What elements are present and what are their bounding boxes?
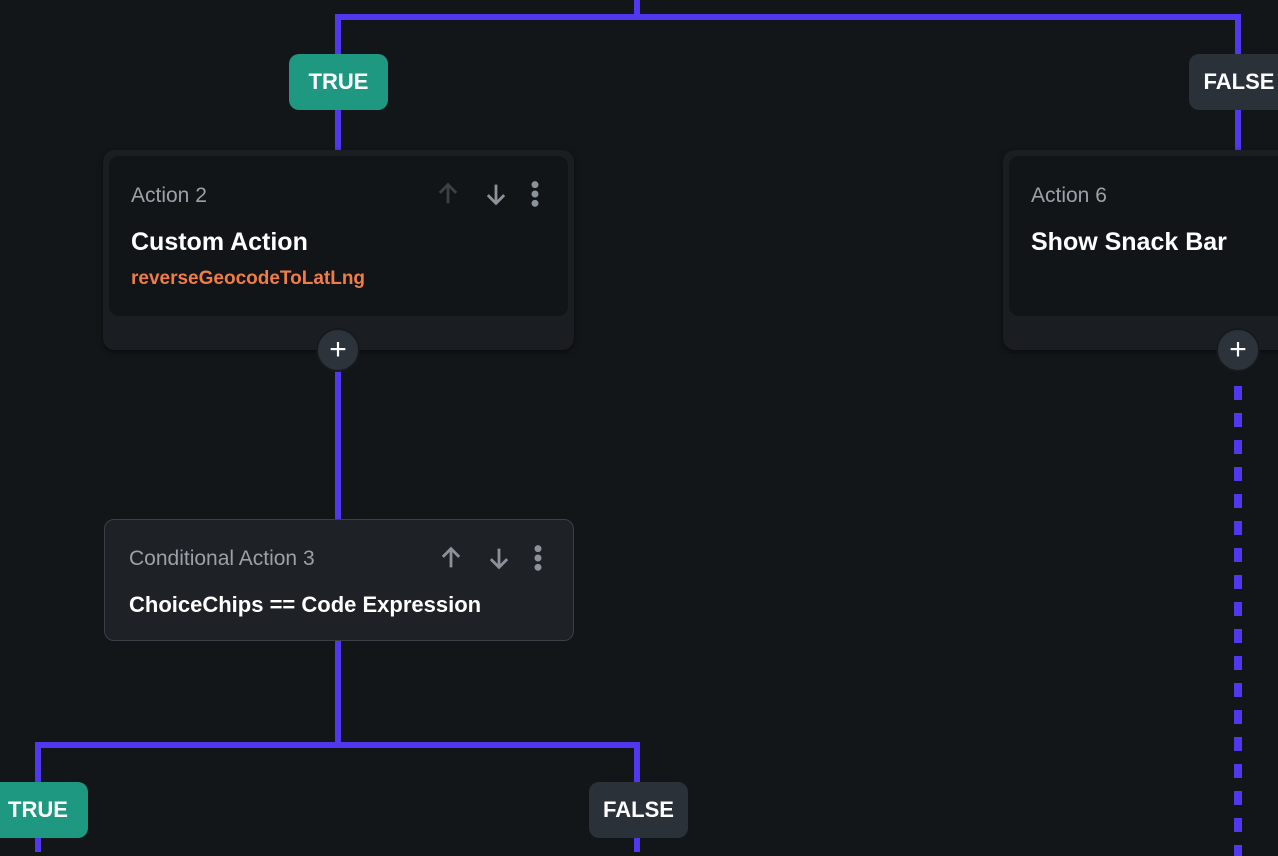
action-card-2[interactable]: Action 2 Custom Action reverseGeocodeToL…	[103, 150, 574, 350]
conditional-expression: ChoiceChips == Code Expression	[129, 592, 482, 617]
move-up-icon[interactable]	[437, 544, 465, 572]
conditional-action-card[interactable]: Conditional Action 3 ChoiceChips == Code…	[104, 519, 574, 641]
action-card-6[interactable]: Action 6 Show Snack Bar	[1003, 150, 1278, 350]
move-down-icon[interactable]	[482, 180, 510, 208]
connector	[335, 640, 341, 748]
false-branch-label[interactable]: FALSE	[589, 782, 688, 838]
add-action-button[interactable]: +	[316, 328, 360, 372]
connector	[35, 742, 640, 748]
action-title: Show Snack Bar	[1031, 228, 1227, 256]
action-label: Action 6	[1031, 184, 1107, 207]
connector	[335, 368, 341, 520]
connector	[335, 14, 1241, 20]
true-branch-label[interactable]: TRUE	[289, 54, 388, 110]
true-branch-label[interactable]: TRUE	[0, 782, 88, 838]
action-subtitle: reverseGeocodeToLatLng	[131, 268, 366, 289]
dashed-connector	[1234, 386, 1242, 856]
action-title: Custom Action	[131, 228, 308, 256]
conditional-label: Conditional Action 3	[129, 547, 315, 570]
connector	[634, 0, 640, 20]
more-vert-icon[interactable]	[533, 544, 543, 572]
add-action-button[interactable]: +	[1216, 328, 1260, 372]
more-vert-icon[interactable]	[530, 180, 540, 208]
action-label: Action 2	[131, 184, 207, 207]
move-up-icon[interactable]	[434, 180, 462, 208]
false-branch-label[interactable]: FALSE	[1189, 54, 1278, 110]
move-down-icon[interactable]	[485, 544, 513, 572]
